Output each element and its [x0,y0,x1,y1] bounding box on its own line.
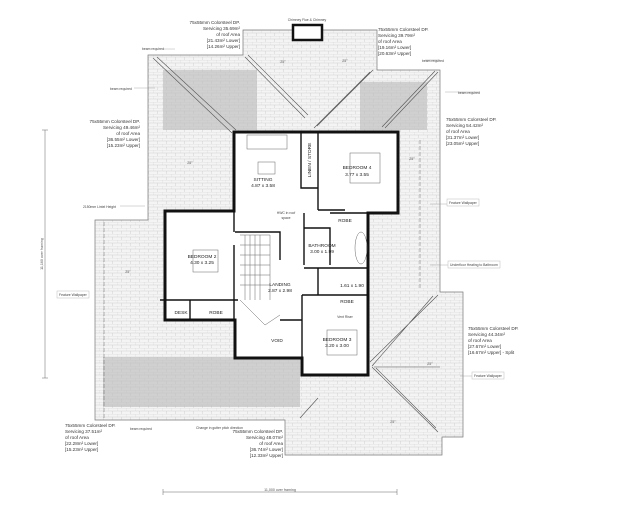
beam-required-note: beam required [142,47,164,51]
pitch-label: 25° [342,59,348,63]
pitch-label: 25° [125,270,131,274]
underfloor-heating-note: Underfloor Heating to Bathroom [450,263,498,267]
room-desk-name: DESK [174,310,188,316]
room-bathroom-name: BATHROOM [308,243,335,249]
room-sitting-name: SITTING [254,177,273,183]
svg-text:75x55mm Colorsteel DP.Servicin: 75x55mm Colorsteel DP.Servicing 54.42m²o… [446,117,496,146]
room-bedroom2-name: BEDROOM 2 [188,254,217,260]
pitch-label: 25° [427,362,433,366]
room-landing-size: 2.87 x 2.98 [268,288,292,294]
room-bedroom3-name: BEDROOM 3 [323,337,352,343]
beam-required-note: beam required [110,87,132,91]
room-linen-name: LINEN / STORE [307,143,313,178]
room-bathroom-size: 3.00 x 1.99 [310,249,334,255]
room-wc-size: 1.61 x 1.90 [340,283,364,289]
room-robe3-name: ROBE [340,299,354,305]
gutter-note: Change in gutter pitch direction [196,426,243,430]
room-void-name: VOID [271,338,283,344]
feature-wallpaper-note: Feature Wallpaper [59,293,88,297]
pitch-label: 25° [409,157,415,161]
room-bedroom2-size: 4.30 x 3.25 [190,260,214,266]
vent-riser-note: Vent Riser [337,315,354,319]
svg-text:75x55mm Colorsteel DP.Servicin: 75x55mm Colorsteel DP.Servicing 37.51m²o… [65,423,115,452]
room-robe2-name: ROBE [209,310,223,316]
svg-text:75x55mm Colorsteel DP.Servicin: 75x55mm Colorsteel DP.Servicing 35.69m²o… [190,20,241,49]
pitch-label: 25° [390,420,396,424]
dimension-width: 11,000 over framing [162,488,398,495]
room-landing-name: LANDING [269,282,291,288]
overall-depth-label: 11,160 over framing [40,238,44,270]
callouts: beam required beam required beam require… [56,47,505,431]
shaded-roof-bottom [103,357,300,407]
dimension-depth: 11,160 over framing [40,129,48,379]
chimney-label: Chimney Flue & Chimney [288,18,327,22]
room-sitting-size: 4.87 x 3.58 [251,183,275,189]
chimney [291,23,324,42]
room-bedroom3-size: 3.20 x 3.00 [325,343,349,349]
beam-required-note: beam required [458,91,480,95]
svg-text:75x55mm Colorsteel DP.Servicin: 75x55mm Colorsteel DP.Servicing 39.79m²o… [378,27,428,56]
floor-interior [165,132,398,375]
feature-wallpaper-note: Feature Wallpaper [449,201,478,205]
room-robe4-name: ROBE [338,218,352,224]
hwc-note-2: space [281,216,290,220]
roof-ridges [103,54,440,433]
beam-required-note: beam required [130,427,152,431]
shaded-roof-top-right [360,82,427,130]
svg-text:75x55mm Colorsteel DP.Servicin: 75x55mm Colorsteel DP.Servicing 48.07m²o… [233,429,284,458]
room-bedroom4-name: BEDROOM 4 [343,165,372,171]
interior-walls [160,132,381,358]
beam-required-note: beam required [422,59,444,63]
lintel-note: 2150mm Lintel Height [83,205,116,209]
overall-width-label: 11,000 over framing [264,488,296,492]
svg-text:75x55mm Colorsteel DP.Servicin: 75x55mm Colorsteel DP.Servicing 44.34m²o… [468,326,518,355]
hwc-note-1: HWC in roof [277,211,296,215]
pitch-label: 25° [280,60,286,64]
room-bedroom4-size: 3.77 x 3.55 [345,172,369,178]
room-labels: SITTING 4.87 x 3.58 BEDROOM 4 3.77 x 3.5… [174,143,371,349]
feature-wallpaper-note: Feature Wallpaper [474,374,503,378]
shaded-roof-top-left [163,70,257,130]
svg-text:75x55mm Colorsteel DP.Servicin: 75x55mm Colorsteel DP.Servicing 49.46m²o… [90,119,141,148]
pitch-labels: 25° 25° 25° 25° 25° 25° 25° [125,59,433,424]
pitch-label: 25° [187,161,193,165]
